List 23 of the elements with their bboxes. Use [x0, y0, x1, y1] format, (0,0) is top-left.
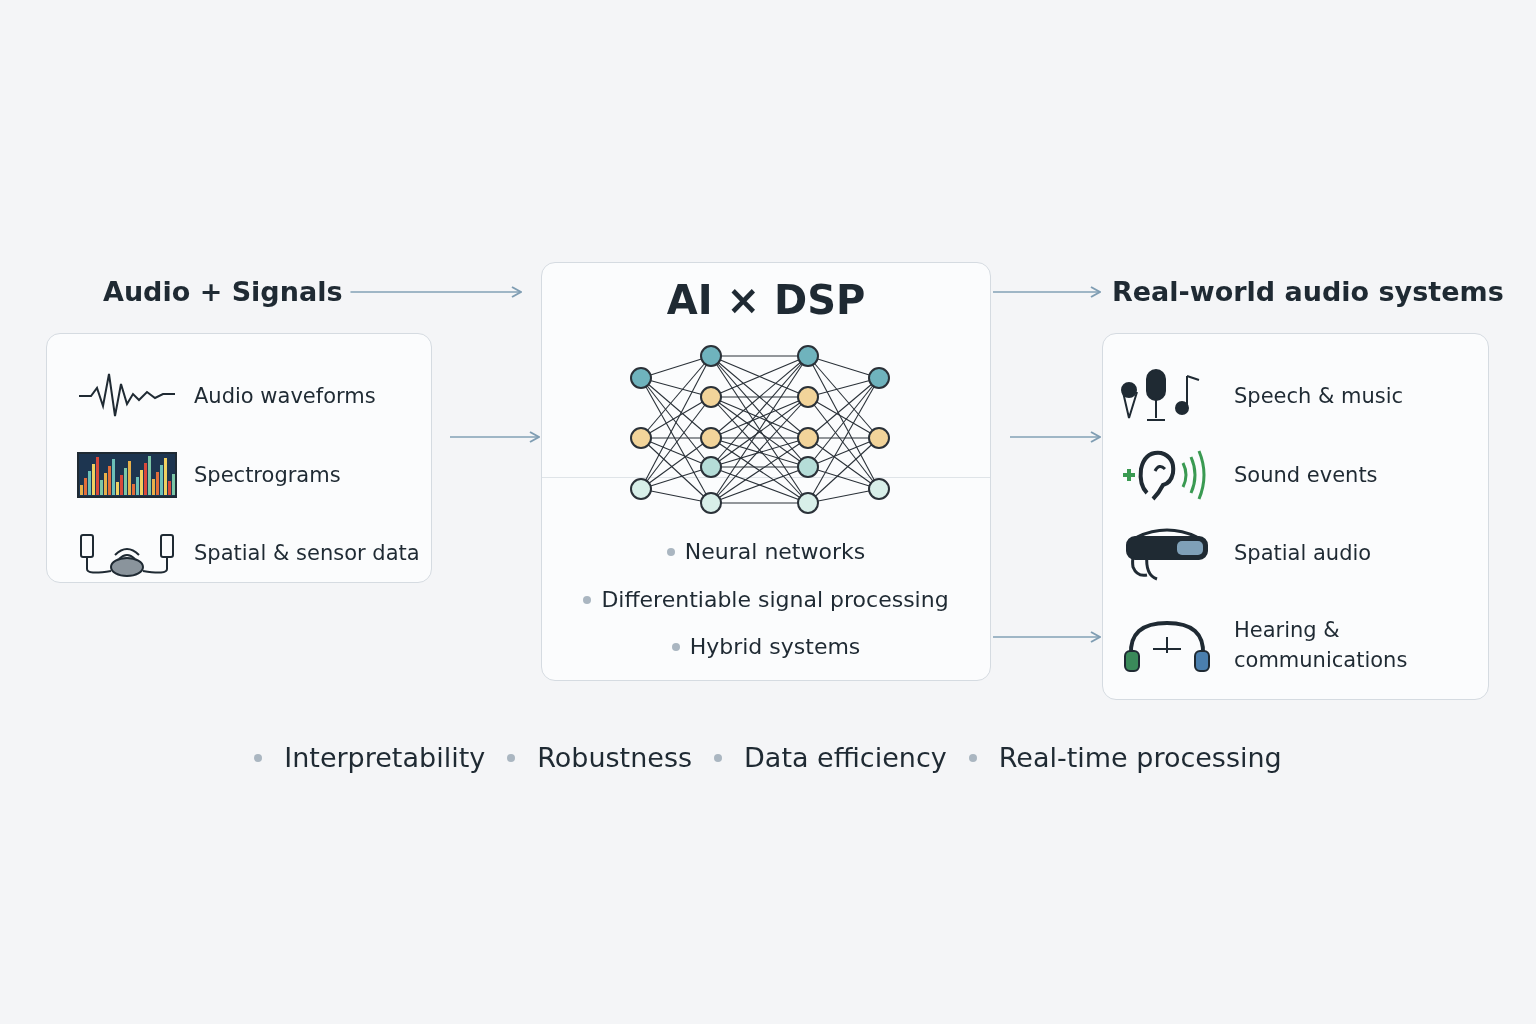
feature-label: Data efficiency	[744, 742, 947, 773]
panel-title: AI × DSP	[665, 277, 867, 323]
arrow	[449, 431, 540, 443]
item-label: Spatial audio	[1234, 540, 1373, 567]
item-label: Spectrograms	[194, 462, 342, 489]
arrow	[992, 631, 1101, 643]
arrow	[1009, 431, 1101, 443]
feature-label: Interpretability	[284, 742, 486, 773]
bullet-text: Hybrid systems	[689, 634, 861, 659]
item-label: Speech & music	[1234, 383, 1405, 410]
bullet-text: Differentiable signal processing	[601, 587, 949, 612]
panel-heading: Real-world audio systems	[1112, 276, 1504, 307]
feature-label: Robustness	[537, 742, 693, 773]
panel-heading: Audio + Signals	[103, 276, 343, 307]
item-label: Sound events	[1234, 462, 1379, 489]
arrow	[992, 286, 1101, 298]
item-label: Audio waveforms	[194, 383, 377, 410]
feature-label: Real-time processing	[998, 742, 1282, 773]
core-panel	[541, 262, 991, 681]
item-label: Hearing & communications	[1234, 617, 1409, 674]
item-label: Spatial & sensor data	[194, 540, 421, 567]
arrow	[349, 286, 522, 298]
bullet-text: Neural networks	[684, 539, 866, 564]
